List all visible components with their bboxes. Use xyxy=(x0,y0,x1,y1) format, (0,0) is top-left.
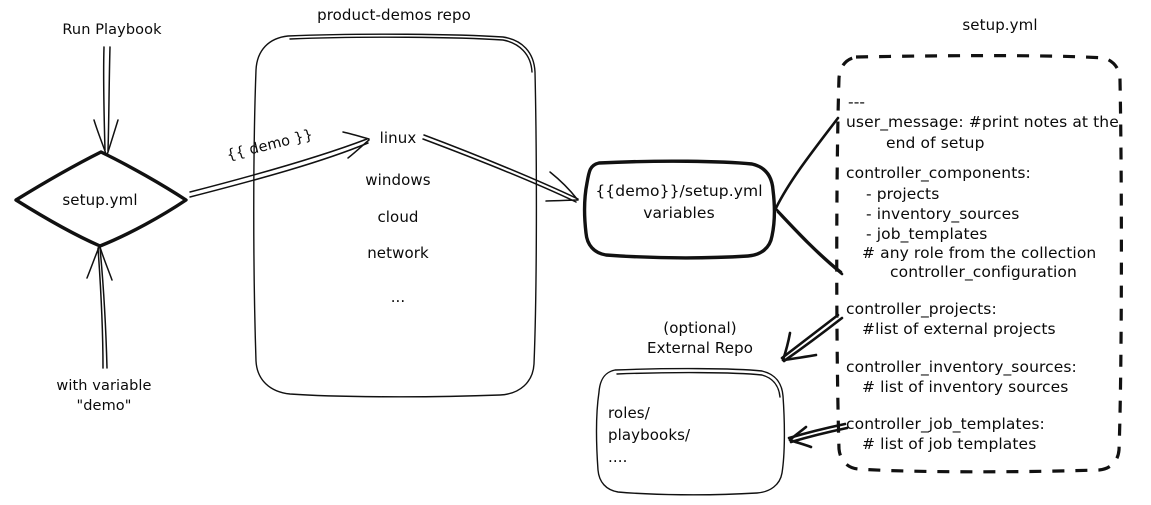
node-repo-box[interactable] xyxy=(253,33,538,398)
code-line-2: end of setup xyxy=(886,134,985,152)
repo-item-cloud: cloud xyxy=(377,208,418,226)
connector-diamond-to-linux xyxy=(189,131,370,198)
code-line-5: - projects xyxy=(866,185,939,203)
node-variables-box[interactable] xyxy=(582,159,777,260)
code-line-7: - job_templates xyxy=(866,225,987,244)
setup-panel-title: setup.yml xyxy=(962,16,1037,34)
code-line-18: # list of job templates xyxy=(862,435,1036,453)
external-repo-item-ellipsis: .... xyxy=(608,448,627,466)
code-line-17: controller_job_templates: xyxy=(846,415,1045,434)
external-repo-item-playbooks: playbooks/ xyxy=(608,426,691,444)
code-line-14: controller_inventory_sources: xyxy=(846,358,1077,377)
run-playbook-label: Run Playbook xyxy=(62,22,162,38)
connector-setup-panel-to-variables xyxy=(774,116,844,276)
code-line-9: controller_configuration xyxy=(890,263,1077,282)
entry-diamond-label: setup.yml xyxy=(62,191,137,209)
node-external-repo-box[interactable] xyxy=(595,367,786,496)
external-repo-item-roles: roles/ xyxy=(608,404,651,422)
connector-linux-to-variables xyxy=(422,134,579,203)
variables-box-line1: {{demo}}/setup.yml xyxy=(595,182,762,200)
repo-item-windows: windows xyxy=(365,171,431,189)
connector-run-playbook-to-diamond xyxy=(93,46,119,156)
external-repo-label-line2: External Repo xyxy=(647,339,753,357)
demo-variable-label: {{ demo }} xyxy=(225,127,314,164)
setup-panel-code: --- user_message: #print notes at the en… xyxy=(846,93,1119,453)
external-repo-label-line1: (optional) xyxy=(663,319,737,337)
code-line-12: #list of external projects xyxy=(862,320,1056,338)
variables-box-line2: variables xyxy=(643,204,715,222)
repo-item-linux: linux xyxy=(380,129,417,147)
code-line-6: - inventory_sources xyxy=(866,205,1020,224)
repo-title: product-demos repo xyxy=(317,6,471,24)
connector-with-variable-to-diamond xyxy=(86,246,113,369)
code-line-8: # any role from the collection xyxy=(862,244,1096,262)
code-line-0: --- xyxy=(848,93,865,111)
code-line-1: user_message: #print notes at the xyxy=(846,113,1119,132)
code-line-4: controller_components: xyxy=(846,164,1031,183)
with-variable-label-line1: with variable xyxy=(56,378,151,394)
code-line-11: controller_projects: xyxy=(846,300,997,319)
repo-item-network: network xyxy=(367,244,429,262)
connector-controller-projects-to-external-repo xyxy=(780,313,844,363)
connector-controller-job-templates-to-external-repo xyxy=(787,422,849,449)
node-setup-yml-panel[interactable] xyxy=(835,54,1123,474)
with-variable-label-line2: "demo" xyxy=(76,398,131,414)
repo-item-ellipsis: ... xyxy=(391,288,406,306)
node-entry-diamond[interactable] xyxy=(14,150,188,248)
code-line-15: # list of inventory sources xyxy=(862,378,1068,396)
